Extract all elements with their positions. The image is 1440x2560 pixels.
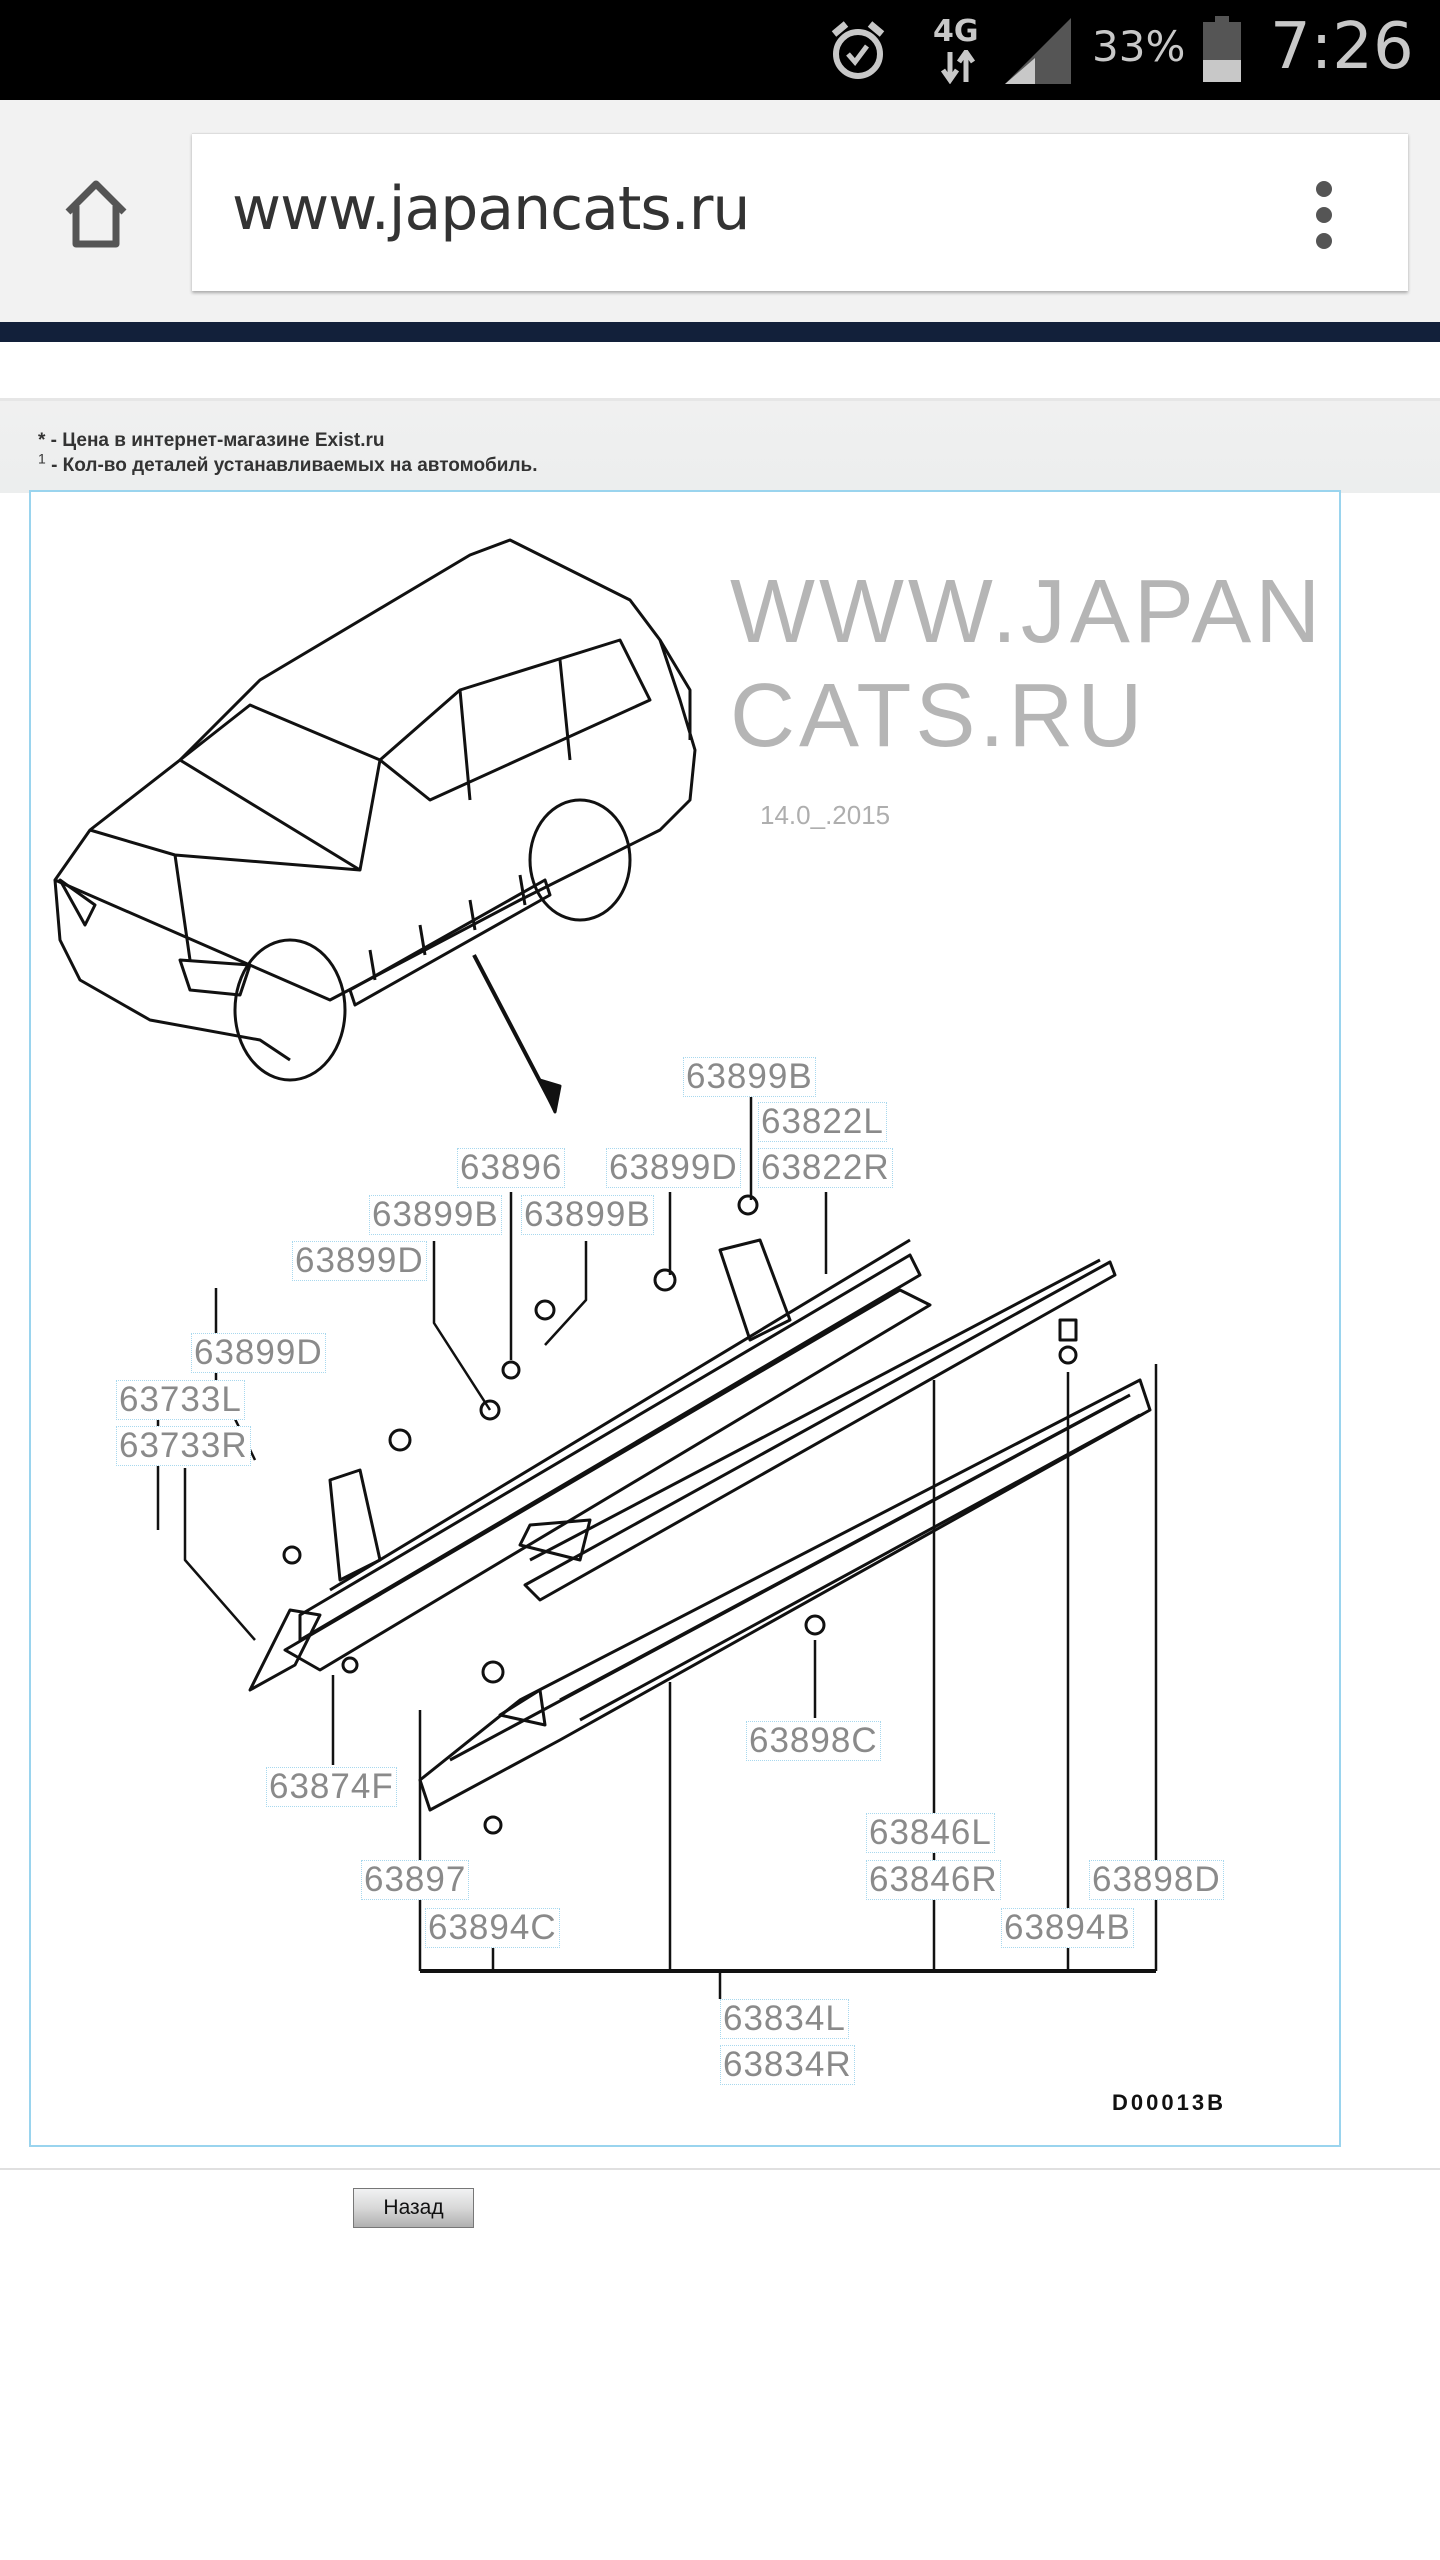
price-note: * - Цена в интернет-магазине Exist.ru (38, 430, 385, 451)
diagram-code: D00013B (1112, 2090, 1226, 2115)
status-bar: 4G 33% 7:26 (0, 0, 1440, 100)
part-label[interactable]: 63899D (606, 1148, 741, 1188)
part-label[interactable]: 63899B (369, 1195, 502, 1235)
battery-icon (1203, 16, 1241, 82)
pointer-arrow-head (538, 1078, 562, 1114)
part-label[interactable]: 63834R (720, 2045, 855, 2085)
part-label[interactable]: 63733R (116, 1426, 251, 1466)
part-label[interactable]: 63822L (758, 1102, 887, 1142)
quantity-note: 1 - Кол-во деталей устанавливаемых на ав… (38, 452, 538, 477)
network-type: 4G (933, 14, 979, 49)
part-label[interactable]: 63733L (116, 1380, 245, 1420)
part-label[interactable]: 63894C (425, 1908, 560, 1948)
part-label[interactable]: 63822R (758, 1148, 893, 1188)
part-label[interactable]: 63846L (866, 1813, 995, 1853)
signal-icon (1005, 18, 1071, 84)
home-icon[interactable] (58, 178, 134, 250)
part-label[interactable]: 63899D (191, 1333, 326, 1373)
quantity-note-text: - Кол-во деталей устанавливаемых на авто… (45, 455, 538, 476)
part-label[interactable]: 63899B (521, 1195, 654, 1235)
notes-panel (0, 398, 1440, 493)
step-rail-parts (248, 1238, 1152, 1812)
part-label[interactable]: 63896 (457, 1148, 566, 1188)
part-label[interactable]: 63834L (720, 1999, 849, 2039)
data-transfer-icon (940, 50, 976, 84)
clock: 7:26 (1270, 10, 1414, 84)
alarm-icon (831, 21, 885, 79)
quantity-note-mark: 1 (38, 450, 46, 467)
site-header-bar (0, 322, 1440, 342)
url-text[interactable]: www.japancats.ru (232, 174, 750, 244)
fasteners (282, 1194, 1078, 1835)
part-label[interactable]: 63897 (361, 1860, 470, 1900)
back-button[interactable]: Назад (353, 2188, 474, 2228)
vehicle-outline (53, 538, 697, 1082)
part-label[interactable]: 63898D (1089, 1860, 1224, 1900)
part-label[interactable]: 63899D (292, 1241, 427, 1281)
watermark-date: 14.0_.2015 (760, 800, 891, 830)
part-label[interactable]: 63894B (1001, 1908, 1134, 1948)
address-bar[interactable]: www.japancats.ru (192, 133, 1408, 291)
divider (0, 2168, 1440, 2170)
watermark: WWW.JAPANCATS.RU (730, 562, 1325, 766)
part-label[interactable]: 63874F (266, 1767, 397, 1807)
menu-kebab-icon[interactable] (1314, 180, 1334, 250)
battery-percent: 33% (1092, 22, 1186, 71)
leader-lines (156, 1097, 1158, 1999)
part-label[interactable]: 63899B (683, 1057, 816, 1097)
part-label[interactable]: 63898C (746, 1721, 881, 1761)
part-label[interactable]: 63846R (866, 1860, 1001, 1900)
